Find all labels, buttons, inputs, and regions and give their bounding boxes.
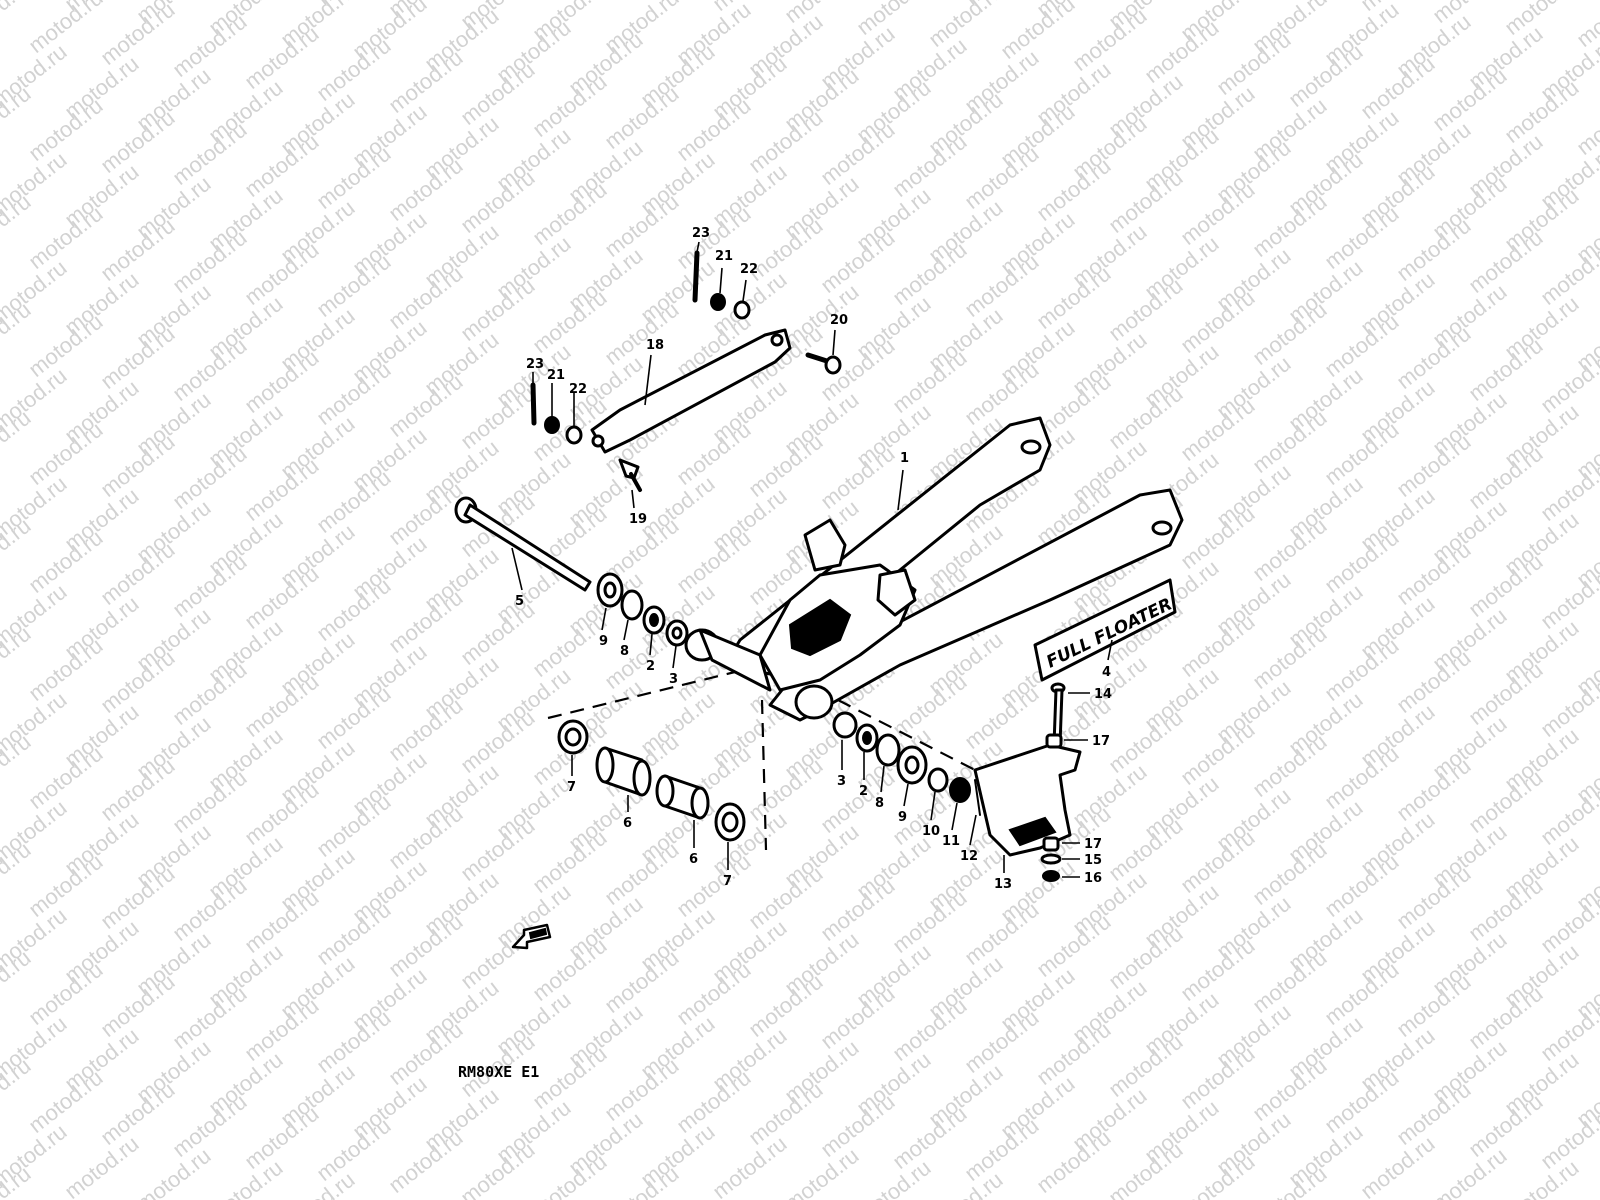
callout-8b: 8 — [875, 796, 884, 811]
washer-22-lower — [565, 425, 583, 445]
needle-bearing-right — [855, 723, 879, 753]
callout-16: 16 — [1084, 871, 1102, 886]
callout-21a: 21 — [715, 249, 733, 264]
washer-22-upper — [733, 300, 751, 320]
callout-4: 4 — [1102, 665, 1111, 680]
callout-18: 18 — [646, 338, 664, 353]
collar-17-lower — [1042, 836, 1060, 852]
washer-15 — [1040, 853, 1062, 865]
callout-1: 1 — [900, 451, 909, 466]
callout-21b: 21 — [547, 368, 565, 383]
callout-2a: 2 — [646, 659, 655, 674]
callout-14: 14 — [1094, 687, 1112, 702]
front-direction-arrow-icon — [511, 923, 552, 950]
spacer-2 — [655, 774, 710, 820]
cotter-pin-shaft — [974, 779, 981, 816]
callout-9b: 9 — [898, 810, 907, 825]
watermark-text: motod.ru — [708, 1131, 792, 1200]
pivot-shaft — [454, 496, 592, 592]
collar-17-upper — [1045, 733, 1063, 749]
needle-bearing-left — [642, 605, 666, 635]
cap-left — [596, 572, 624, 608]
callout-3a: 3 — [669, 672, 678, 687]
cap-right — [896, 745, 928, 785]
callout-17a: 17 — [1092, 734, 1110, 749]
assembly-line-vertical — [760, 699, 768, 851]
bearing-left — [665, 619, 689, 647]
cotter-pin-23-lower — [530, 382, 537, 426]
callouts: 1 4 5 18 19 20 23 21 22 23 21 22 9 8 2 3… — [515, 226, 1112, 892]
callout-6b: 6 — [689, 852, 698, 867]
assembly-line-right — [837, 699, 976, 771]
bearing-right — [832, 711, 858, 739]
model-code: RM80XE E1 — [458, 1063, 539, 1081]
callout-17b: 17 — [1084, 837, 1102, 852]
washer-small — [927, 767, 949, 793]
bolt-20 — [805, 352, 842, 375]
leader-lines — [511, 241, 1113, 878]
watermark-text: motod.ru — [1356, 1131, 1440, 1200]
castle-nut — [949, 777, 971, 803]
callout-23b: 23 — [526, 357, 544, 372]
cotter-pin-23-upper — [692, 250, 700, 303]
washer-left — [620, 589, 644, 621]
washer-right — [875, 733, 901, 767]
nut-21-upper — [710, 293, 726, 311]
callout-7b: 7 — [723, 874, 732, 889]
bolt-19 — [618, 458, 642, 492]
dust-seal-right — [714, 802, 746, 842]
watermark-text: motod.ru — [24, 0, 108, 58]
chain-buffer — [973, 743, 1082, 857]
callout-7a: 7 — [567, 780, 576, 795]
callout-22a: 22 — [740, 262, 758, 277]
dust-seal-left — [557, 719, 589, 755]
callout-20: 20 — [830, 313, 848, 328]
assembly-line-shaft — [547, 670, 736, 720]
callout-5: 5 — [515, 594, 524, 609]
spacer-1 — [595, 746, 652, 797]
callout-6a: 6 — [623, 816, 632, 831]
callout-19: 19 — [629, 512, 647, 527]
callout-3b: 3 — [837, 774, 846, 789]
callout-10: 10 — [922, 824, 940, 839]
callout-15: 15 — [1084, 853, 1102, 868]
callout-23a: 23 — [692, 226, 710, 241]
nut-21-lower — [544, 416, 560, 434]
callout-13: 13 — [994, 877, 1012, 892]
callout-22b: 22 — [569, 382, 587, 397]
callout-9a: 9 — [599, 634, 608, 649]
callout-12: 12 — [960, 849, 978, 864]
callout-8a: 8 — [620, 644, 629, 659]
callout-2b: 2 — [859, 784, 868, 799]
swingarm — [684, 416, 1184, 722]
watermark-text: motod.ru — [60, 1131, 144, 1200]
callout-11: 11 — [942, 834, 960, 849]
torque-link — [590, 328, 792, 454]
nut-16 — [1042, 870, 1060, 882]
